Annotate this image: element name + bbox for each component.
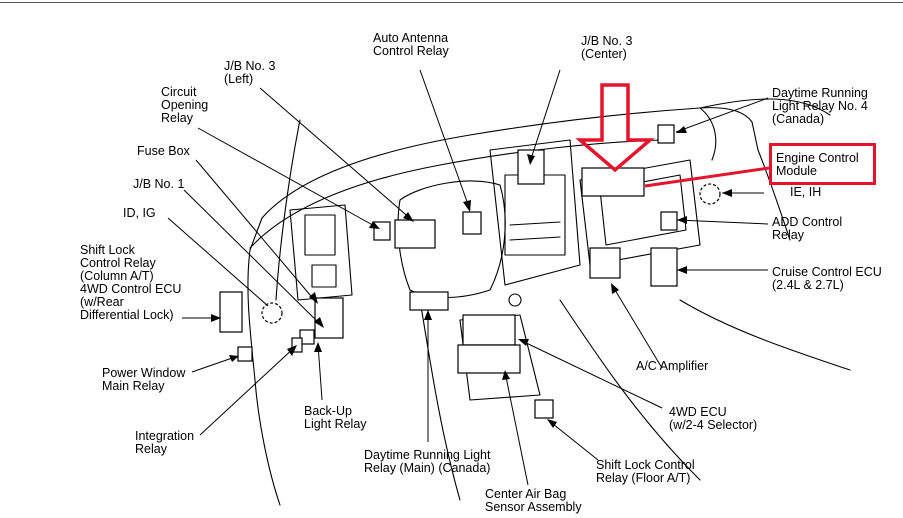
drl-no4-relay xyxy=(657,124,675,144)
leader-shift-lock-floor xyxy=(547,419,599,461)
glovebox-inner xyxy=(599,174,687,246)
arrow-power-window xyxy=(229,355,239,362)
arrow-add xyxy=(677,216,687,224)
leader-id-ig xyxy=(167,217,269,307)
arrow-shift-lock-column xyxy=(211,314,221,322)
arrow-circuit-opening xyxy=(369,221,380,229)
power-window-relay xyxy=(237,346,253,362)
leader-backup xyxy=(317,343,323,401)
circuit-opening-relay xyxy=(373,221,391,241)
id-ig-connector xyxy=(261,302,283,324)
ecu-4wd-box xyxy=(462,314,516,346)
arrow-fuse-box xyxy=(309,292,318,304)
arrow-integration xyxy=(287,345,297,356)
leader-ac xyxy=(611,284,663,369)
arrow-jb3-center xyxy=(527,154,535,165)
leader-integration xyxy=(199,345,297,436)
arrow-drl-no4 xyxy=(676,126,687,133)
arrow-cruise xyxy=(677,266,687,274)
arrow-ac xyxy=(611,283,619,294)
arrow-ie-ih xyxy=(722,189,732,197)
arrow-backup xyxy=(314,342,322,352)
label-auto-antenna: Auto Antenna Control Relay xyxy=(373,31,449,58)
dash-top-outline xyxy=(261,107,759,219)
label-fuse-box: Fuse Box xyxy=(137,144,190,158)
vent-knob xyxy=(508,293,522,307)
arrow-shift-lock-floor xyxy=(547,419,557,428)
leader-auto-antenna xyxy=(419,69,471,211)
arrow-drl-main xyxy=(424,310,432,320)
jb3-left-box xyxy=(394,219,436,249)
leader-4wd-ecu xyxy=(519,339,663,409)
arrow-auto-antenna xyxy=(463,200,471,212)
label-drl-no4: Daytime Running Light Relay No. 4 (Canad… xyxy=(772,86,868,126)
auto-antenna-relay xyxy=(462,211,482,235)
shift-lock-column-relay xyxy=(219,291,243,333)
leader-circuit-opening xyxy=(197,127,379,229)
leader-drl-no4 xyxy=(675,97,769,133)
label-add-control: ADD Control Relay xyxy=(772,215,843,242)
top-border-line xyxy=(0,2,903,3)
label-power-window: Power Window Main Relay xyxy=(102,366,186,393)
leader-jb3-center xyxy=(529,69,561,163)
label-engine-control-module: Engine Control Module xyxy=(776,151,859,178)
center-stack-panel xyxy=(504,174,566,256)
arrow-jb3-left xyxy=(403,212,414,222)
left-vent xyxy=(304,214,336,256)
arrow-jb1 xyxy=(314,317,324,328)
ie-ih-connector xyxy=(699,183,721,205)
leader-power-window xyxy=(191,355,239,373)
label-cruise-control: Cruise Control ECU (2.4L & 2.7L) xyxy=(772,265,882,292)
dash-right-edge xyxy=(679,149,851,371)
windshield-line xyxy=(699,98,831,116)
glovebox xyxy=(579,159,701,266)
label-ie-ih: IE, IH xyxy=(790,185,822,199)
left-panel xyxy=(289,204,353,301)
label-ac-amplifier: A/C Amplifier xyxy=(636,359,709,373)
drl-main-relay xyxy=(409,291,449,311)
shift-lock-floor-relay xyxy=(534,399,554,419)
label-drl-main: Daytime Running Light Relay (Main) (Cana… xyxy=(364,448,491,475)
label-center-airbag: Center Air Bag Sensor Assembly xyxy=(485,487,582,514)
label-circuit-opening: Circuit Opening Relay xyxy=(161,85,209,125)
right-duct xyxy=(699,107,717,161)
leader-jb1 xyxy=(183,189,323,327)
label-backup-light: Back-Up Light Relay xyxy=(304,404,367,431)
dash-left-edge xyxy=(247,217,281,506)
label-shift-lock-column: Shift Lock Control Relay (Column A/T) 4W… xyxy=(80,243,182,322)
a-pillar xyxy=(275,119,301,301)
floor-lines xyxy=(419,299,701,501)
engine-control-module-highlight: Engine Control Module xyxy=(769,143,876,185)
arrow-4wd-ecu xyxy=(518,339,529,346)
backup-light-relay xyxy=(299,329,315,345)
cluster-hood xyxy=(397,180,506,299)
red-down-arrow xyxy=(575,83,655,173)
arrow-airbag xyxy=(502,370,510,380)
label-jb3-center: J/B No. 3 (Center) xyxy=(581,34,633,61)
add-relay xyxy=(660,211,678,231)
left-switches xyxy=(311,264,337,288)
leader-airbag xyxy=(504,371,529,486)
leader-add xyxy=(676,219,769,225)
ecm-box xyxy=(581,167,645,197)
ac-amplifier-box xyxy=(589,247,621,279)
dash-upper-outline xyxy=(249,139,661,249)
label-4wd-ecu: 4WD ECU (w/2-4 Selector) xyxy=(669,405,758,432)
cruise-ecu xyxy=(650,247,678,287)
label-jb1: J/B No. 1 xyxy=(133,177,185,191)
leader-jb3-left xyxy=(259,87,413,221)
center-stack xyxy=(489,139,581,286)
label-id-ig: ID, IG xyxy=(123,206,156,220)
label-jb3-left: J/B No. 3 (Left) xyxy=(224,59,276,86)
label-shift-lock-floor: Shift Lock Control Relay (Floor A/T) xyxy=(596,458,695,485)
leader-fuse-box xyxy=(195,159,317,303)
fuse-box xyxy=(314,297,344,339)
label-integration: Integration Relay xyxy=(135,429,195,456)
radio-slot xyxy=(509,221,561,241)
red-ecm-leader xyxy=(644,166,770,188)
airbag-sensor xyxy=(457,344,521,374)
